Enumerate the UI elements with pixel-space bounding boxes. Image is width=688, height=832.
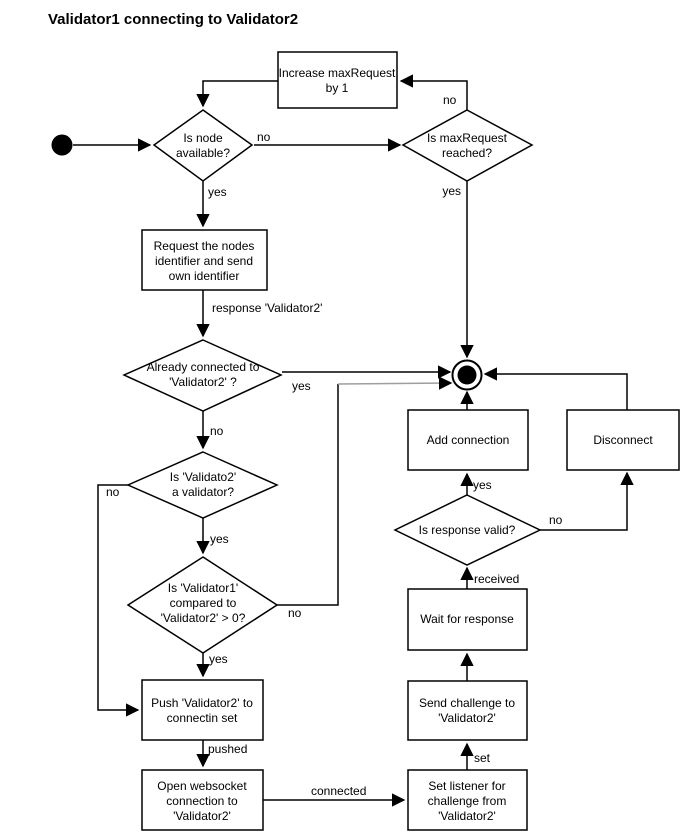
svg-text:a validator?: a validator? — [172, 485, 234, 499]
svg-text:Is maxRequest: Is maxRequest — [427, 131, 508, 145]
edge-compare-no-to-end — [337, 376, 453, 390]
svg-text:identifier and send: identifier and send — [155, 254, 253, 268]
svg-text:Is 'Validator1': Is 'Validator1' — [168, 581, 238, 595]
svg-text:Is response valid?: Is response valid? — [419, 523, 516, 537]
rect-shape — [407, 409, 529, 471]
edge-label-already-no: no — [210, 424, 224, 438]
edge-label-available-no: no — [257, 130, 271, 144]
diamond-shape — [152, 109, 254, 182]
rect-shape — [277, 51, 398, 109]
node-already-connected: Already connected to 'Validator2' ? — [122, 339, 283, 412]
svg-text:Is node: Is node — [183, 131, 223, 145]
svg-text:'Validator2': 'Validator2' — [173, 809, 231, 823]
node-open-websocket: Open websocket connection to 'Validator2… — [141, 769, 264, 831]
svg-text:Increase maxRequest: Increase maxRequest — [279, 66, 396, 80]
rect-shape — [407, 588, 528, 651]
svg-text:'Validator2': 'Validator2' — [438, 711, 496, 725]
rect-shape — [566, 409, 680, 471]
svg-text:Set listener for: Set listener for — [428, 779, 505, 793]
svg-text:Already connected to: Already connected to — [147, 360, 260, 374]
node-wait-for-response: Wait for response — [407, 588, 528, 651]
edge-validator-no — [97, 484, 140, 717]
svg-text:compared to: compared to — [170, 596, 237, 610]
svg-text:Is 'Validato2': Is 'Validato2' — [170, 470, 236, 484]
diagram-title: Validator1 connecting to Validator2 — [48, 11, 298, 28]
svg-text:Add connection: Add connection — [427, 433, 510, 447]
svg-text:own identifier: own identifier — [169, 269, 240, 283]
node-increase-max-request: Increase maxRequest by 1 — [277, 51, 398, 109]
edge-label-already-yes: yes — [292, 379, 311, 393]
rect-shape — [141, 229, 268, 291]
rect-shape — [141, 769, 264, 831]
svg-text:available?: available? — [176, 146, 230, 160]
edge-label-compare-yes: yes — [209, 652, 228, 666]
svg-text:Request the nodes: Request the nodes — [154, 239, 255, 253]
diamond-shape — [126, 451, 279, 519]
svg-text:connectin set: connectin set — [167, 711, 238, 725]
rect-shape — [407, 769, 528, 831]
edge-label-validator-yes: yes — [210, 532, 229, 546]
edge-maxrequest-no — [399, 74, 468, 110]
edge-label-open-connected: connected — [311, 784, 366, 798]
svg-text:connection to: connection to — [166, 794, 238, 808]
node-add-connection: Add connection — [407, 409, 529, 471]
diamond-shape — [126, 556, 279, 654]
node-push-validator2: Push 'Validator2' to connectin set — [141, 679, 264, 741]
svg-text:challenge from: challenge from — [428, 794, 507, 808]
svg-text:'Validator2': 'Validator2' — [438, 809, 496, 823]
node-is-node-available: Is node available? — [152, 109, 254, 182]
svg-text:Wait for response: Wait for response — [420, 612, 514, 626]
node-send-challenge: Send challenge to 'Validator2' — [407, 680, 528, 741]
edge-label-wait-received: received — [474, 572, 519, 586]
diamond-shape — [393, 494, 542, 566]
edge-label-push-pushed: pushed — [208, 742, 247, 756]
node-set-listener: Set listener for challenge from 'Validat… — [407, 769, 528, 831]
edge-label-maxrequest-yes: yes — [442, 184, 461, 198]
node-compare-order: Is 'Validator1' compared to 'Validator2'… — [126, 556, 279, 654]
svg-text:'Validator2' ?: 'Validator2' ? — [169, 375, 237, 389]
edge-label-listener-set: set — [474, 751, 491, 765]
svg-text:Send challenge to: Send challenge to — [419, 696, 515, 710]
rect-shape — [141, 679, 264, 741]
rect-shape — [407, 680, 528, 741]
edge-label-valid-no: no — [549, 513, 563, 527]
node-is-response-valid: Is response valid? — [393, 494, 542, 566]
edge-label-request-response: response 'Validator2' — [212, 301, 322, 315]
diamond-shape — [122, 339, 283, 412]
svg-text:Push 'Validator2' to: Push 'Validator2' to — [151, 696, 253, 710]
diamond-shape — [401, 109, 534, 182]
edge-label-available-yes: yes — [208, 185, 227, 199]
edge-label-validator-no: no — [106, 485, 120, 499]
end-node — [451, 359, 483, 391]
svg-text:Disconnect: Disconnect — [593, 433, 653, 447]
start-node — [51, 134, 73, 156]
svg-text:by 1: by 1 — [326, 81, 349, 95]
edge-label-valid-yes: yes — [473, 478, 492, 492]
end-node-inner-dot — [457, 365, 477, 385]
svg-text:reached?: reached? — [442, 146, 492, 160]
edge-disconnect-to-end — [483, 367, 628, 410]
node-is-max-request-reached: Is maxRequest reached? — [401, 109, 534, 182]
node-disconnect: Disconnect — [566, 409, 680, 471]
svg-text:'Validator2' > 0?: 'Validator2' > 0? — [161, 611, 246, 625]
edge-label-maxrequest-no: no — [443, 93, 457, 107]
node-request-identifier: Request the nodes identifier and send ow… — [141, 229, 268, 291]
edge-compare-no-segment — [277, 384, 339, 606]
svg-text:Open websocket: Open websocket — [157, 779, 247, 793]
node-is-validator: Is 'Validato2' a validator? — [126, 451, 279, 519]
edge-valid-no — [540, 471, 634, 531]
edge-increase-to-available — [196, 80, 278, 108]
edge-label-compare-no: no — [288, 606, 302, 620]
